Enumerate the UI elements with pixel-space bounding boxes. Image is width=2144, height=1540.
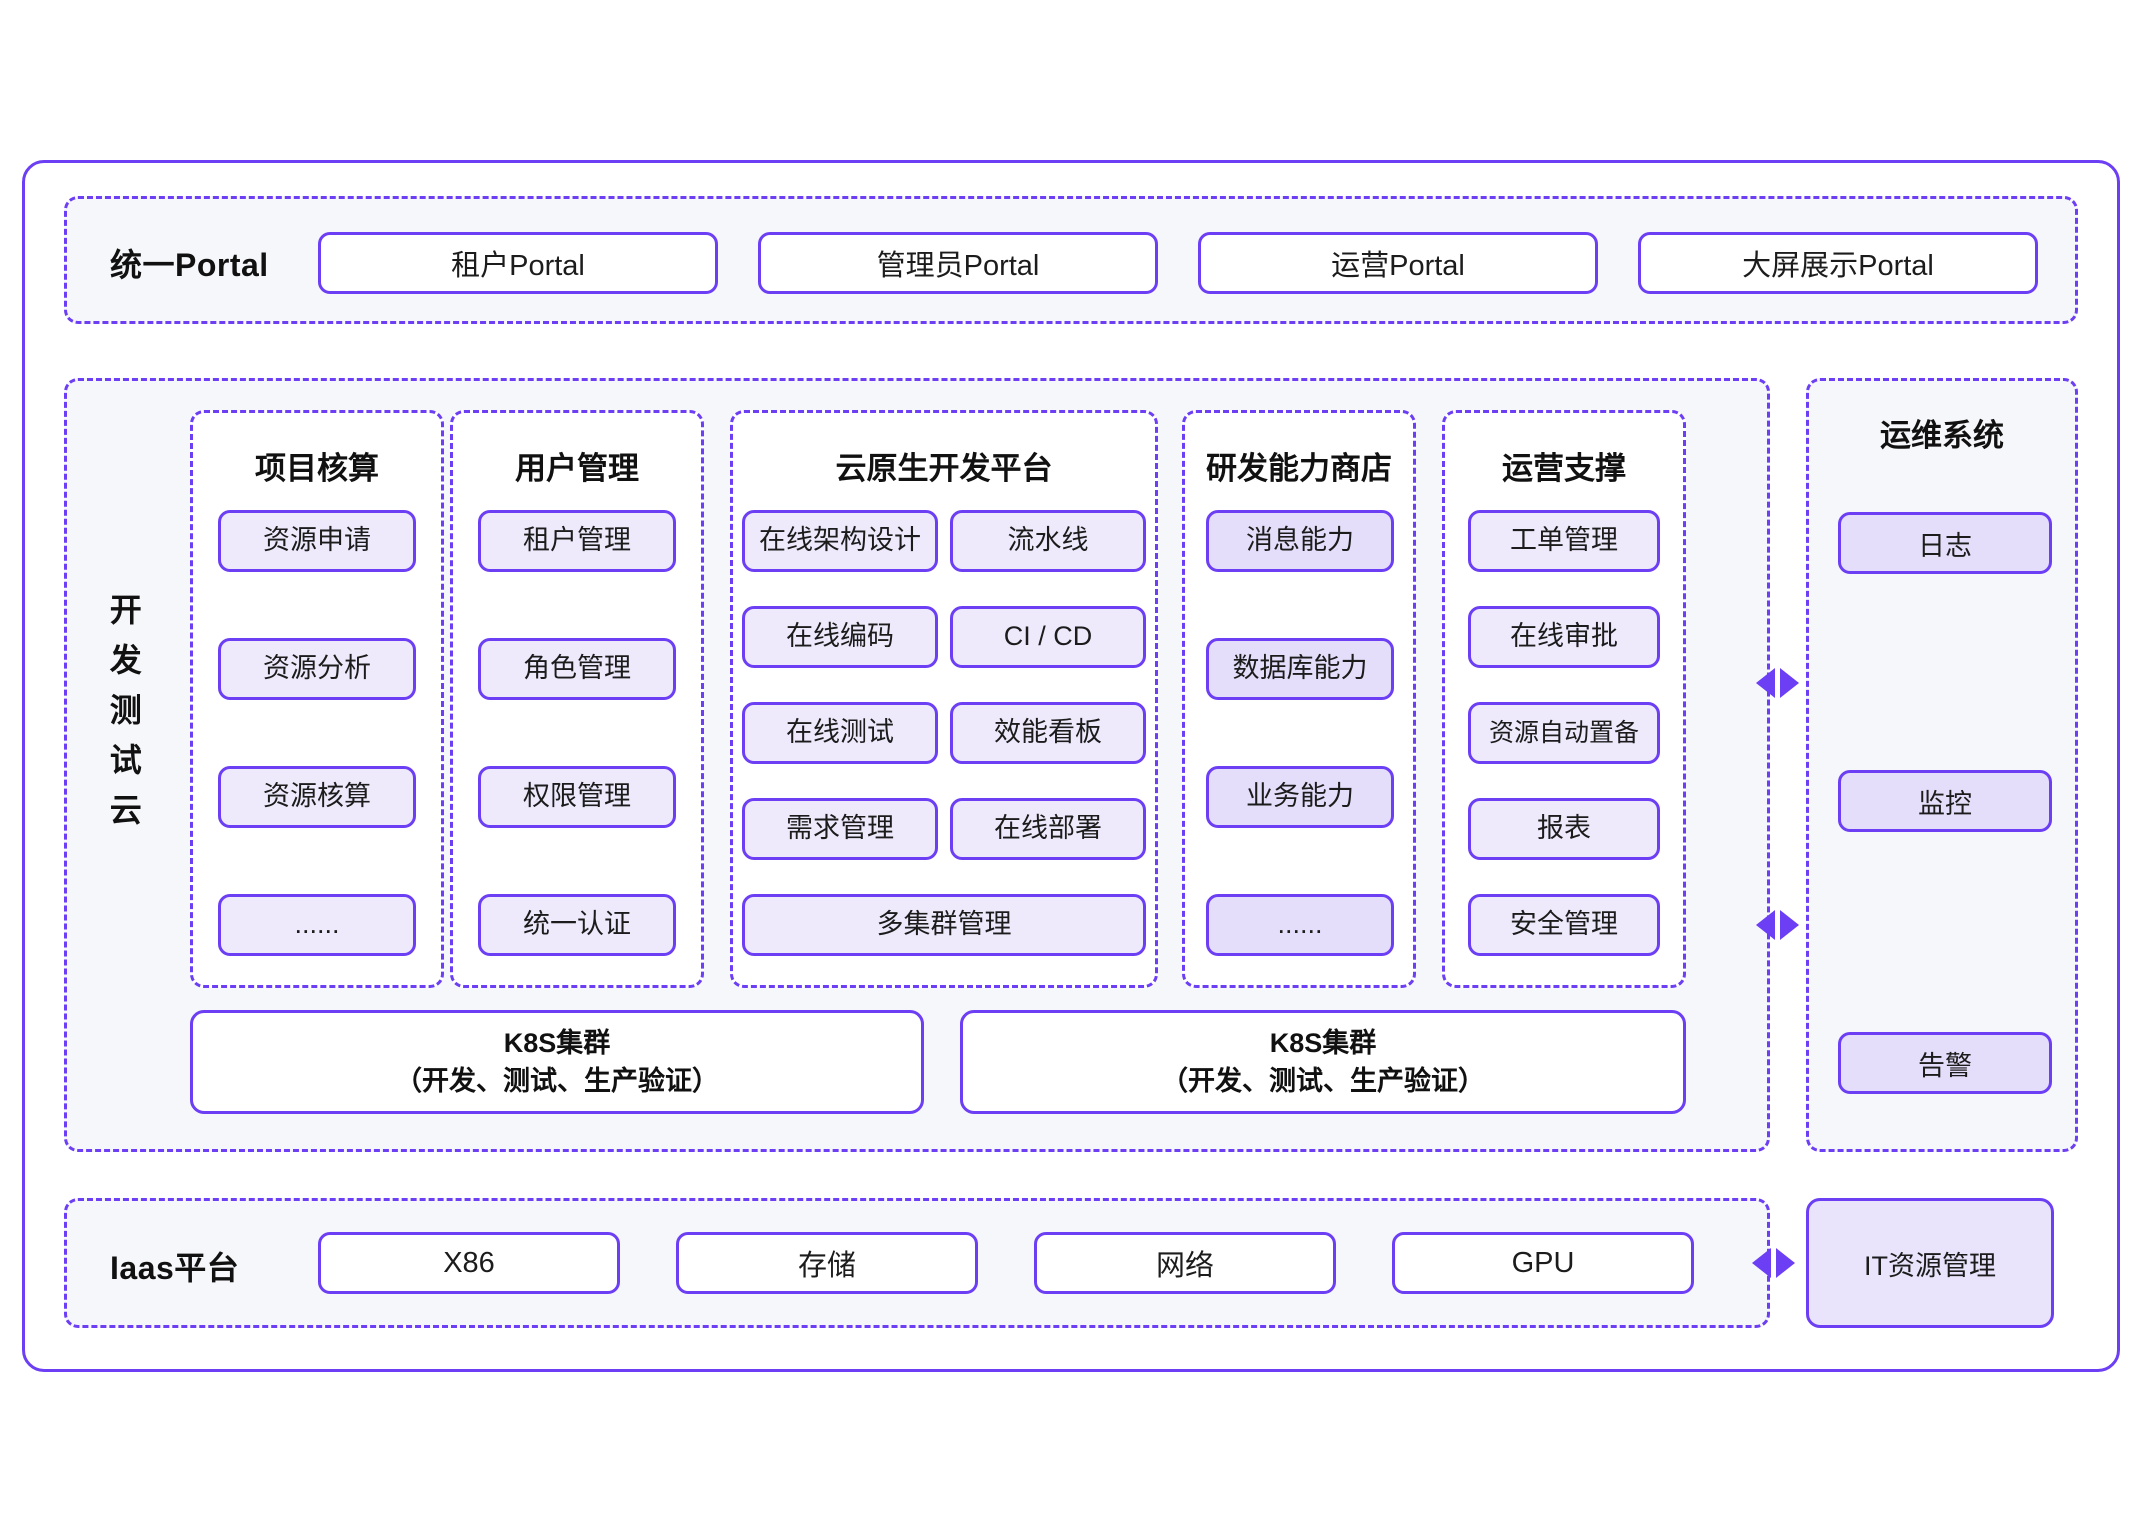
pill-requirement-management[interactable]: 需求管理: [742, 798, 938, 860]
portal-item-admin[interactable]: 管理员Portal: [758, 232, 1158, 294]
left-triangle-icon: [1756, 668, 1775, 698]
ops-system-panel: [1806, 378, 2078, 1152]
k8s-cluster-subtitle: （开发、测试、生产验证）: [395, 1066, 719, 1096]
pill-resource-apply[interactable]: 资源申请: [218, 510, 416, 572]
pill-online-approval[interactable]: 在线审批: [1468, 606, 1660, 668]
iaas-connector: [1752, 1248, 1795, 1278]
iaas-item-gpu[interactable]: GPU: [1392, 1232, 1694, 1294]
pill-more-project-accounting[interactable]: ......: [218, 894, 416, 956]
iaas-row-label: Iaas平台: [110, 1250, 240, 1286]
k8s-cluster-title: K8S集群: [503, 1027, 611, 1058]
k8s-cluster-title: K8S集群: [1269, 1027, 1377, 1058]
pill-online-coding[interactable]: 在线编码: [742, 606, 938, 668]
group-operations-support: 运营支撑: [1442, 410, 1686, 988]
pill-online-architecture-design[interactable]: 在线架构设计: [742, 510, 938, 572]
it-resource-management-box[interactable]: IT资源管理: [1806, 1198, 2054, 1328]
ops-connector-top: [1756, 668, 1799, 698]
group-title: 研发能力商店: [1206, 451, 1392, 486]
pill-business-capability[interactable]: 业务能力: [1206, 766, 1394, 828]
pill-resource-auto-provision[interactable]: 资源自动置备: [1468, 702, 1660, 764]
group-title: 云原生开发平台: [835, 451, 1053, 486]
dev-test-cloud-label: 开发测试云: [109, 592, 143, 828]
pill-message-capability[interactable]: 消息能力: [1206, 510, 1394, 572]
ops-connector-bottom: [1756, 910, 1799, 940]
pill-permission-management[interactable]: 权限管理: [478, 766, 676, 828]
k8s-cluster-box-1[interactable]: K8S集群 （开发、测试、生产验证）: [190, 1010, 924, 1114]
pill-reports[interactable]: 报表: [1468, 798, 1660, 860]
k8s-cluster-subtitle: （开发、测试、生产验证）: [1161, 1066, 1485, 1096]
left-triangle-icon: [1756, 910, 1775, 940]
pill-security-management[interactable]: 安全管理: [1468, 894, 1660, 956]
pill-efficiency-dashboard[interactable]: 效能看板: [950, 702, 1146, 764]
pill-ci-cd[interactable]: CI / CD: [950, 606, 1146, 668]
group-title: 用户管理: [515, 451, 639, 486]
pill-resource-analysis[interactable]: 资源分析: [218, 638, 416, 700]
pill-tenant-management[interactable]: 租户管理: [478, 510, 676, 572]
ops-item-alert[interactable]: 告警: [1838, 1032, 2052, 1094]
group-title: 运营支撑: [1502, 451, 1626, 486]
right-triangle-icon: [1780, 910, 1799, 940]
pill-pipeline[interactable]: 流水线: [950, 510, 1146, 572]
ops-item-log[interactable]: 日志: [1838, 512, 2052, 574]
right-triangle-icon: [1780, 668, 1799, 698]
pill-more-rd-store[interactable]: ......: [1206, 894, 1394, 956]
pill-database-capability[interactable]: 数据库能力: [1206, 638, 1394, 700]
pill-role-management[interactable]: 角色管理: [478, 638, 676, 700]
pill-multi-cluster-management[interactable]: 多集群管理: [742, 894, 1146, 956]
k8s-cluster-box-2[interactable]: K8S集群 （开发、测试、生产验证）: [960, 1010, 1686, 1114]
left-triangle-icon: [1752, 1248, 1771, 1278]
pill-ticket-management[interactable]: 工单管理: [1468, 510, 1660, 572]
portal-item-operations[interactable]: 运营Portal: [1198, 232, 1598, 294]
ops-system-title: 运维系统: [1880, 418, 2004, 453]
pill-unified-auth[interactable]: 统一认证: [478, 894, 676, 956]
iaas-item-x86[interactable]: X86: [318, 1232, 620, 1294]
group-cloud-native-platform: 云原生开发平台: [730, 410, 1158, 988]
portal-item-tenant[interactable]: 租户Portal: [318, 232, 718, 294]
pill-online-testing[interactable]: 在线测试: [742, 702, 938, 764]
pill-resource-accounting[interactable]: 资源核算: [218, 766, 416, 828]
pill-online-deployment[interactable]: 在线部署: [950, 798, 1146, 860]
iaas-item-network[interactable]: 网络: [1034, 1232, 1336, 1294]
right-triangle-icon: [1776, 1248, 1795, 1278]
iaas-item-storage[interactable]: 存储: [676, 1232, 978, 1294]
ops-item-monitoring[interactable]: 监控: [1838, 770, 2052, 832]
portal-row-label: 统一Portal: [110, 247, 269, 283]
portal-item-bigscreen[interactable]: 大屏展示Portal: [1638, 232, 2038, 294]
group-title: 项目核算: [255, 451, 379, 486]
